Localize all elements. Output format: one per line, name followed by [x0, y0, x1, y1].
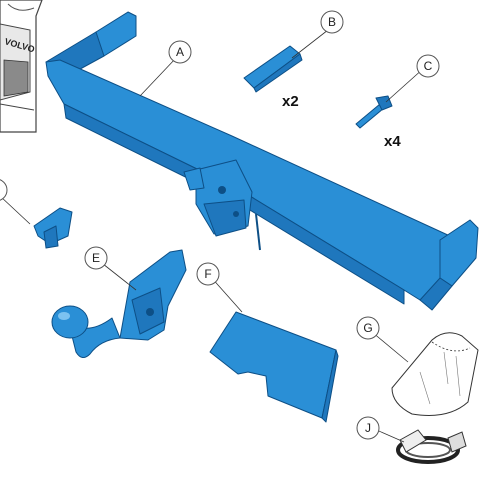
part-e-tow-ball: [51, 249, 187, 358]
part-c-bolt: [355, 95, 393, 129]
callout-f: F: [196, 262, 220, 286]
quantity-c: x4: [384, 133, 401, 150]
part-g-bag: [391, 332, 479, 416]
callout-partial: [0, 179, 8, 201]
callout-b: B: [320, 10, 344, 34]
part-small-bracket: [33, 207, 73, 249]
callout-label-j: J: [365, 421, 371, 435]
callout-label-c: C: [424, 59, 433, 73]
callout-g: G: [356, 316, 380, 340]
callout-a: A: [168, 40, 192, 64]
part-b-plate: [243, 45, 303, 93]
part-j-cable: [396, 429, 467, 464]
callout-label-f: F: [204, 267, 211, 281]
callout-label-e: E: [92, 251, 100, 265]
callout-j: J: [356, 416, 380, 440]
callout-label-b: B: [328, 15, 336, 29]
callout-label-g: G: [363, 321, 372, 335]
callout-c: C: [416, 54, 440, 78]
part-a-tow-bar: [45, 11, 479, 311]
part-f-plate: [209, 311, 339, 423]
inset-box: VOLVO: [0, 0, 43, 133]
callout-e: E: [84, 246, 108, 270]
quantity-b: x2: [282, 93, 299, 110]
callout-label-a: A: [176, 45, 184, 59]
